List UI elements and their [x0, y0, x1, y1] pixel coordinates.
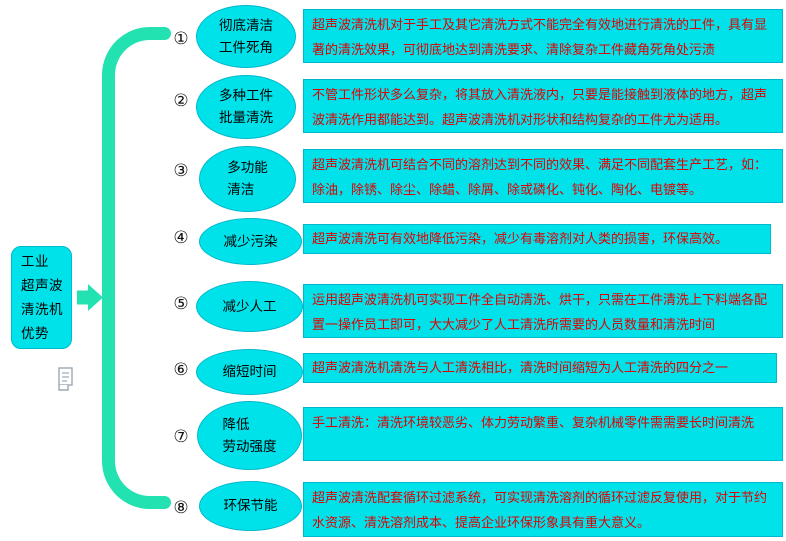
item-number-6: ⑥	[173, 360, 189, 379]
description-box-8[interactable]: 超声波清洗配套循环过滤系统，可实现清洗溶剂的循环过滤反复使用，对于节约水资源、清…	[303, 482, 783, 537]
description-text-7: 手工清洗：清洗环境较恶劣、体力劳动繁重、复杂机械零件需需要长时间清洗	[312, 415, 755, 430]
description-box-5[interactable]: 运用超声波清洗机可实现工件全自动清洗、烘干，只需在工件清洗上下料端各配置一操作员…	[303, 284, 783, 338]
topic-label-4: 减少污染	[223, 233, 278, 249]
description-text-5: 运用超声波清洗机可实现工件全自动清洗、烘干，只需在工件清洗上下料端各配置一操作员…	[312, 292, 768, 332]
item-number-3: ③	[173, 161, 189, 180]
topic-label-6: 缩短时间	[222, 364, 277, 379]
brace-bracket	[102, 27, 171, 509]
topic-ellipse-2[interactable]: 多种工件 批量清洗	[196, 75, 296, 139]
description-box-1[interactable]: 超声波清洗机对于手工及其它清洗方式不能完全有效地进行清洗的工件，具有显著的清洗效…	[303, 9, 783, 63]
item-number-7: ⑦	[173, 427, 189, 446]
topic-ellipse-7[interactable]: 降低 劳动强度	[197, 401, 302, 470]
root-node-label: 工业 超声波 清洗机 优势	[21, 253, 63, 341]
description-text-2: 不管工件形状多么复杂，将其放入清洗液内，只要是能接触到液体的地方，超声波清洗作用…	[312, 87, 768, 127]
description-text-4: 超声波清洗可有效地降低污染，减少有毒溶剂对人类的损害，环保高效。	[312, 231, 729, 246]
item-number-5: ⑤	[173, 294, 189, 313]
description-text-1: 超声波清洗机对于手工及其它清洗方式不能完全有效地进行清洗的工件，具有显著的清洗效…	[312, 17, 768, 57]
topic-label-1: 彻底清洁 工件死角	[219, 17, 273, 55]
description-text-3: 超声波清洗机可结合不同的溶剂达到不同的效果、满足不同配套生产工艺，如：除油，除锈…	[312, 157, 768, 197]
item-number-8: ⑧	[173, 498, 189, 517]
description-box-4[interactable]: 超声波清洗可有效地降低污染，减少有毒溶剂对人类的损害，环保高效。	[303, 224, 771, 254]
root-node[interactable]: 工业 超声波 清洗机 优势	[11, 246, 72, 349]
description-box-7[interactable]: 手工清洗：清洗环境较恶劣、体力劳动繁重、复杂机械零件需需要长时间清洗	[303, 407, 783, 461]
document-note-icon[interactable]	[55, 366, 77, 399]
description-box-3[interactable]: 超声波清洗机可结合不同的溶剂达到不同的效果、满足不同配套生产工艺，如：除油，除锈…	[303, 149, 783, 203]
description-box-6[interactable]: 超声波清洗机清洗与人工清洗相比，清洗时间缩短为人工清洗的四分之一	[303, 353, 777, 383]
description-box-2[interactable]: 不管工件形状多么复杂，将其放入清洗液内，只要是能接触到液体的地方，超声波清洗作用…	[303, 79, 783, 133]
item-number-2: ②	[173, 91, 189, 110]
topic-label-7: 降低 劳动强度	[222, 416, 277, 454]
topic-label-5: 减少人工	[222, 298, 277, 314]
right-arrow-icon	[77, 284, 103, 311]
description-text-8: 超声波清洗配套循环过滤系统，可实现清洗溶剂的循环过滤反复使用，对于节约水资源、清…	[312, 490, 768, 530]
topic-ellipse-3[interactable]: 多功能 清洁	[199, 146, 296, 212]
topic-label-3: 多功能 清洁	[227, 160, 268, 197]
topic-label-2: 多种工件 批量清洗	[219, 88, 273, 125]
topic-ellipse-1[interactable]: 彻底清洁 工件死角	[196, 5, 296, 68]
topic-ellipse-6[interactable]: 缩短时间	[196, 349, 303, 395]
item-number-1: ①	[173, 29, 189, 48]
item-number-4: ④	[173, 228, 189, 247]
description-text-6: 超声波清洗机清洗与人工清洗相比，清洗时间缩短为人工清洗的四分之一	[312, 360, 729, 375]
topic-ellipse-4[interactable]: 减少污染	[199, 218, 302, 265]
topic-ellipse-5[interactable]: 减少人工	[196, 281, 303, 332]
topic-ellipse-8[interactable]: 环保节能	[199, 481, 302, 531]
topic-label-8: 环保节能	[223, 498, 278, 513]
